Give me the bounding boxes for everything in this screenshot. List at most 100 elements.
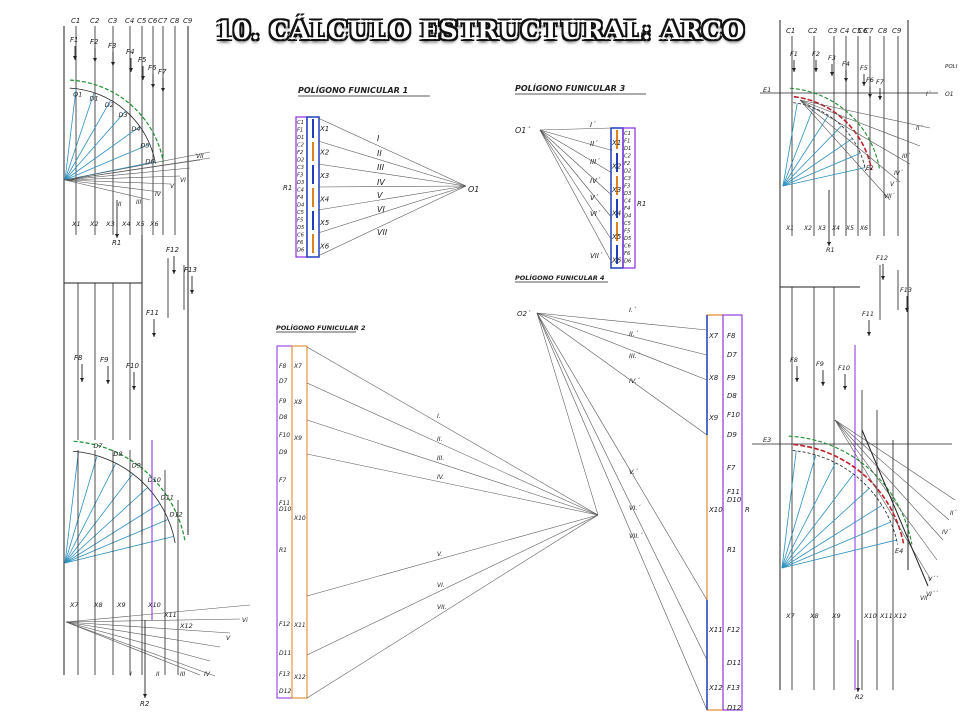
poly1-ray-label: I [377, 134, 380, 143]
poly3-ray [539, 129, 613, 241]
right-middle-force-arrow-head [905, 308, 909, 312]
right-lower-ray [781, 521, 891, 569]
right-upper-force-arrow-head [792, 68, 796, 72]
right-middle-force-arrow-head [881, 276, 885, 280]
poly3-cell-label: F4 [624, 206, 630, 212]
right-upper-force-arrow-head [814, 68, 818, 72]
left-upper-funicular-ray [64, 179, 171, 185]
right-upper-ray [782, 138, 853, 187]
poly1-resultant-label: R1 [283, 184, 292, 192]
left-lower-x-label: X12 [179, 622, 193, 630]
poly3-ray-label: IV´ [590, 177, 601, 185]
poly2-left-label: F9 [279, 398, 286, 405]
left-middle-force-label: F12 [166, 246, 179, 254]
poly1-cell-label: C3 [297, 165, 304, 171]
poly4-x-label: X11 [708, 626, 723, 634]
poly1-x-label: X5 [319, 219, 330, 227]
poly4-right-label: R1 [727, 546, 736, 554]
poly3-ray-label: III´ [590, 158, 600, 166]
poly4-link [536, 312, 599, 516]
poly2-left-label: F7 [279, 477, 286, 484]
left-middle-force-arrow-head [106, 380, 110, 384]
poly1-ray [317, 185, 467, 211]
left-lower-ray [64, 463, 117, 564]
left-upper-force-label: F2 [90, 38, 99, 46]
left-lower-ray-label: Vi [242, 617, 248, 624]
poly1-cell-label: D6 [297, 248, 305, 254]
left-upper-x-label: X5 [135, 220, 145, 228]
right-upper-force-label: F4 [842, 60, 850, 68]
poly4-right-bar [722, 314, 743, 711]
right-ray-label: VII´ [920, 595, 932, 602]
left-upper-ray [64, 99, 112, 181]
poly4-ray-label: VII.´ [629, 532, 643, 540]
right-upper-arch-red [793, 95, 873, 171]
left-column-label: C2 [90, 17, 100, 25]
poly3-ray-label: I´ [590, 121, 596, 129]
poly2-right-bar [291, 345, 308, 699]
poly4-ray [536, 312, 708, 381]
poly2-ray [306, 346, 599, 516]
right-upper-force-label: F2 [812, 50, 820, 58]
left-lower-ray-label: II [156, 671, 160, 678]
poly3-x-label: X1 [611, 139, 621, 147]
left-upper-arch-label: D5 [140, 141, 149, 149]
poly4-right-label: D9 [727, 431, 737, 439]
left-upper-force-label: F3 [108, 42, 116, 50]
right-upper-force-arrow-head [868, 94, 872, 98]
poly1-cell-label: F2 [297, 150, 303, 156]
poly1-ray-label: IV [377, 178, 385, 187]
poly3-cell-label: C2 [624, 154, 631, 160]
poly3-cell-label: C3 [624, 176, 631, 182]
poly2-x-label: X10 [293, 515, 306, 522]
poly1-cell-label: C5 [297, 210, 305, 216]
left-upper-ray-label: II [118, 201, 122, 208]
left-lower-ray [64, 519, 169, 564]
poly4-x-label: X8 [708, 374, 719, 382]
right-lower-x-label: X7 [785, 612, 795, 620]
left-upper-ray [64, 92, 95, 181]
right-lower-arch-red [793, 443, 905, 544]
left-upper-ray [64, 88, 77, 181]
left-lower-funicular-ray [65, 618, 241, 623]
poly1-cell-label: F4 [297, 195, 303, 201]
left-upper-force-label: F4 [126, 48, 134, 56]
poly1-ray-label: VI [377, 205, 385, 214]
poly2-left-label: F12 [279, 621, 290, 628]
left-upper-x-label: X3 [105, 220, 115, 228]
poly2-x-label: X11 [293, 622, 306, 629]
right-upper-x-label: X3 [817, 225, 826, 232]
right-pole-tag: POLI [945, 64, 958, 70]
poly1-x-label: X1 [319, 125, 329, 133]
poly4-right-label: F11 [727, 488, 740, 496]
right-lower-ray [781, 488, 870, 569]
left-upper-arch-label: D2 [105, 101, 114, 109]
poly3-x-label: X5 [611, 233, 622, 241]
poly2-ray [306, 514, 599, 699]
poly1-cell-label: F3 [297, 173, 303, 179]
left-lower-x-label: X11 [163, 611, 177, 619]
poly4-ray-label: VI.´ [629, 504, 641, 512]
left-middle-force-label: F11 [146, 309, 159, 317]
left-upper-force-arrow-head [129, 68, 133, 72]
poly4-ray [536, 312, 708, 331]
left-upper-force-arrow-head [151, 84, 155, 88]
right-middle-force-label: F13 [900, 286, 912, 294]
left-upper-force-arrow-head [141, 76, 145, 80]
poly1-ray-label: III [377, 163, 385, 172]
poly4-right-label: D11 [727, 659, 741, 667]
left-upper-ray-label: V [170, 183, 175, 190]
poly2-left-label: D9 [279, 449, 288, 456]
left-upper-funicular-ray [64, 151, 211, 181]
poly2-left-label: F10 [279, 432, 290, 439]
poly3-x-label: X3 [611, 186, 621, 194]
left-upper-x-label: X4 [121, 220, 131, 228]
poly2-left-label: F13 [279, 671, 290, 678]
right-column-label: C1 [786, 27, 795, 35]
left-lower-arch-label: D8 [113, 450, 122, 458]
poly4-pole-label: O2´ [517, 310, 531, 318]
right-e-label: E3 [763, 436, 771, 444]
right-lower-x-label: X8 [809, 612, 819, 620]
right-ray-label: IV´ [942, 529, 952, 536]
right-lower-ray [781, 454, 817, 569]
